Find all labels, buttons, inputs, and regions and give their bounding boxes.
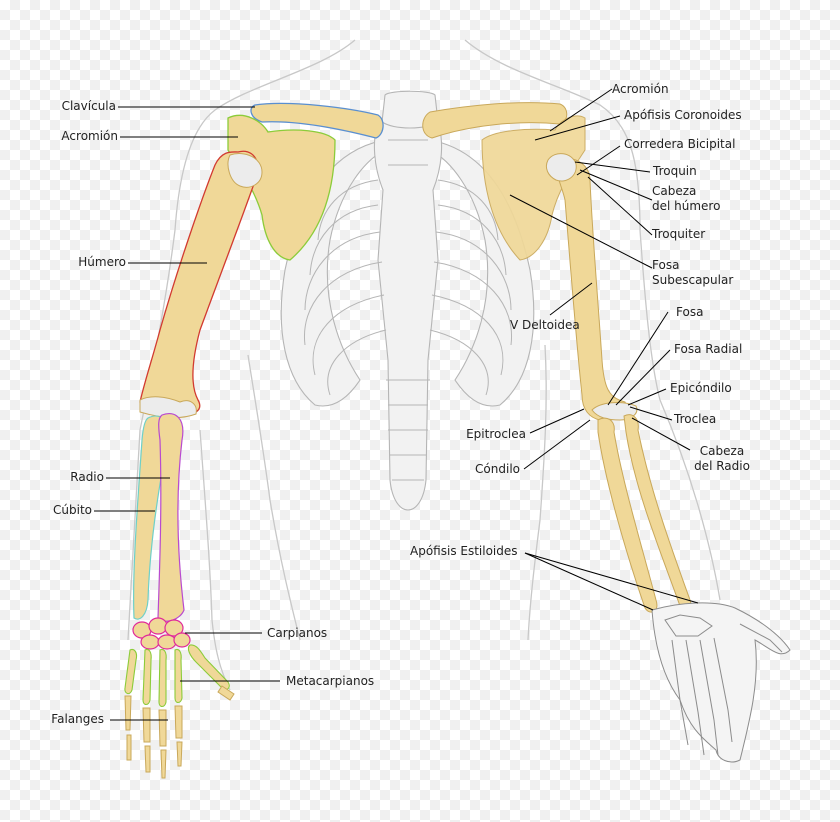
left-humerus [139, 150, 263, 419]
left-radius [157, 413, 185, 622]
label-metacarpianos: Metacarpianos [286, 674, 375, 688]
label-fosa-subescapular-line1: Fosa [652, 258, 680, 272]
label-falanges: Falanges [51, 712, 104, 726]
right-scapula [481, 115, 586, 261]
label-radio: Radio [70, 470, 104, 484]
label-fosa-subescapular-line2: Subescapular [652, 273, 734, 287]
left-scapula [227, 114, 336, 261]
label-epitroclea: Epitroclea [466, 427, 526, 441]
label-fosa-radial: Fosa Radial [674, 342, 743, 356]
label-fosa-subescapular: Fosa Subescapular [652, 258, 733, 288]
left-clavicle [250, 102, 384, 139]
label-acromion-right: Acromión [612, 82, 669, 96]
label-troquin: Troquin [653, 164, 697, 178]
leader-lines [94, 88, 699, 721]
label-cubito: Cúbito [53, 503, 92, 517]
label-v-deltoidea: V Deltoidea [510, 318, 580, 332]
label-cabeza-humero-line2: del húmero [652, 199, 721, 213]
label-fosa: Fosa [676, 305, 704, 319]
label-clavicula: Clavícula [61, 99, 116, 113]
left-carpals [132, 617, 191, 650]
right-hand [651, 602, 791, 763]
label-cabeza-radio-line1: Cabeza [699, 444, 745, 458]
label-cabeza-humero: Cabeza del húmero [652, 184, 720, 214]
label-cabeza-humero-line1: Cabeza [652, 184, 697, 198]
label-troquiter: Troquiter [652, 227, 706, 241]
left-phalanges [124, 685, 235, 779]
left-hand-bones [124, 644, 230, 708]
label-apofisis-coronoides: Apófisis Coronoides [624, 108, 742, 122]
body-outline [127, 39, 721, 691]
label-cabeza-radio: Cabeza del Radio [690, 444, 754, 474]
label-acromion-left: Acromión [61, 129, 118, 143]
label-condilo: Cóndilo [475, 462, 520, 476]
label-carpianos: Carpianos [267, 626, 328, 640]
label-cabeza-radio-line2: del Radio [694, 459, 750, 473]
label-epicondilo: Epicóndilo [670, 381, 732, 395]
label-humero: Húmero [78, 255, 126, 269]
label-troclea: Troclea [674, 412, 717, 426]
label-corredera-bicipital: Corredera Bicipital [624, 137, 736, 151]
label-apofisis-estiloides: Apófisis Estiloides [410, 544, 518, 558]
rib-lines [303, 139, 513, 481]
right-forearm [597, 414, 692, 613]
